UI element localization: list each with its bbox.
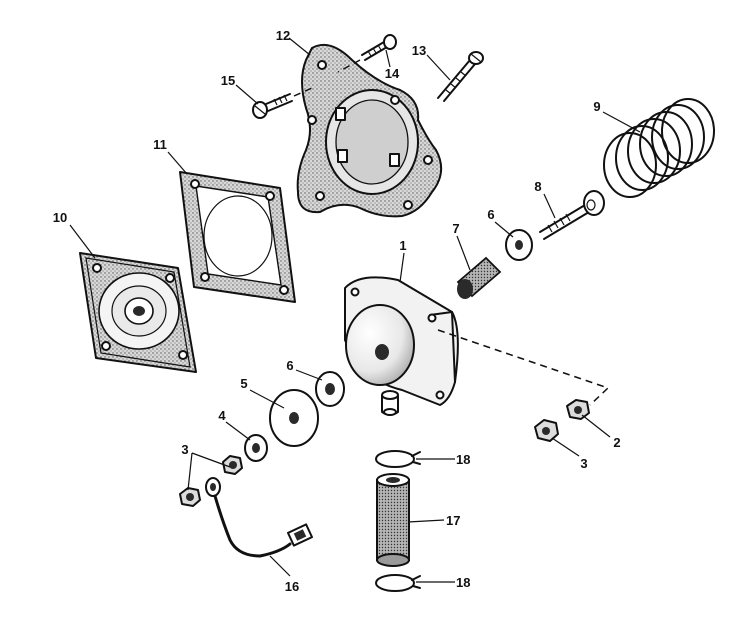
- label-part-5: 5: [240, 376, 247, 391]
- label-part-1: 1: [399, 238, 406, 253]
- label-part-17: 17: [446, 513, 460, 528]
- part-17-hose: [376, 473, 410, 567]
- label-part-18-lower: 18: [456, 575, 470, 590]
- part-11-gasket: [179, 171, 296, 303]
- label-part-13: 13: [412, 43, 426, 58]
- part-13-screw: [437, 51, 484, 102]
- label-part-12: 12: [276, 28, 290, 43]
- label-part-9: 9: [593, 99, 600, 114]
- label-part-3-right: 3: [580, 456, 587, 471]
- part-3-nut-c: [534, 419, 559, 442]
- part-12-cover-plate: [296, 44, 443, 218]
- part-7-sleeve: [456, 256, 502, 299]
- part-14-screw: [337, 34, 397, 73]
- label-part-16: 16: [285, 579, 299, 594]
- part-3-nut-a: [222, 455, 243, 475]
- part-15-screw: [252, 87, 313, 119]
- label-part-15: 15: [221, 73, 235, 88]
- label-part-7: 7: [452, 221, 459, 236]
- label-part-3-left: 3: [181, 442, 188, 457]
- callout-labels: 1 2 3 3 4 5 6 6 7 8 9 10 11 12 13 14 15 …: [53, 28, 621, 594]
- part-1-pump-body: [344, 276, 610, 416]
- label-part-10: 10: [53, 210, 67, 225]
- label-part-6-upper: 6: [487, 207, 494, 222]
- part-16-ground-wire: [205, 477, 314, 558]
- part-6-washer-lower: [315, 371, 345, 407]
- label-part-18-upper: 18: [456, 452, 470, 467]
- part-6-washer-upper: [505, 229, 533, 261]
- part-10-diaphragm: [79, 252, 197, 373]
- part-18-clamp-lower: [375, 574, 421, 592]
- part-5-large-washer: [269, 389, 319, 447]
- label-part-8: 8: [534, 179, 541, 194]
- part-18-clamp-upper: [375, 450, 421, 468]
- part-3-nut-b: [179, 487, 201, 507]
- part-9-spring: [603, 98, 715, 198]
- part-2-nut: [566, 399, 590, 420]
- leader-lines: [69, 37, 641, 583]
- label-part-4: 4: [218, 408, 226, 423]
- part-4-washer: [244, 434, 268, 462]
- label-part-6-lower: 6: [286, 358, 293, 373]
- part-8-bolt: [539, 190, 605, 240]
- label-part-2: 2: [613, 435, 620, 450]
- label-part-11: 11: [153, 137, 167, 152]
- label-part-14: 14: [385, 66, 400, 81]
